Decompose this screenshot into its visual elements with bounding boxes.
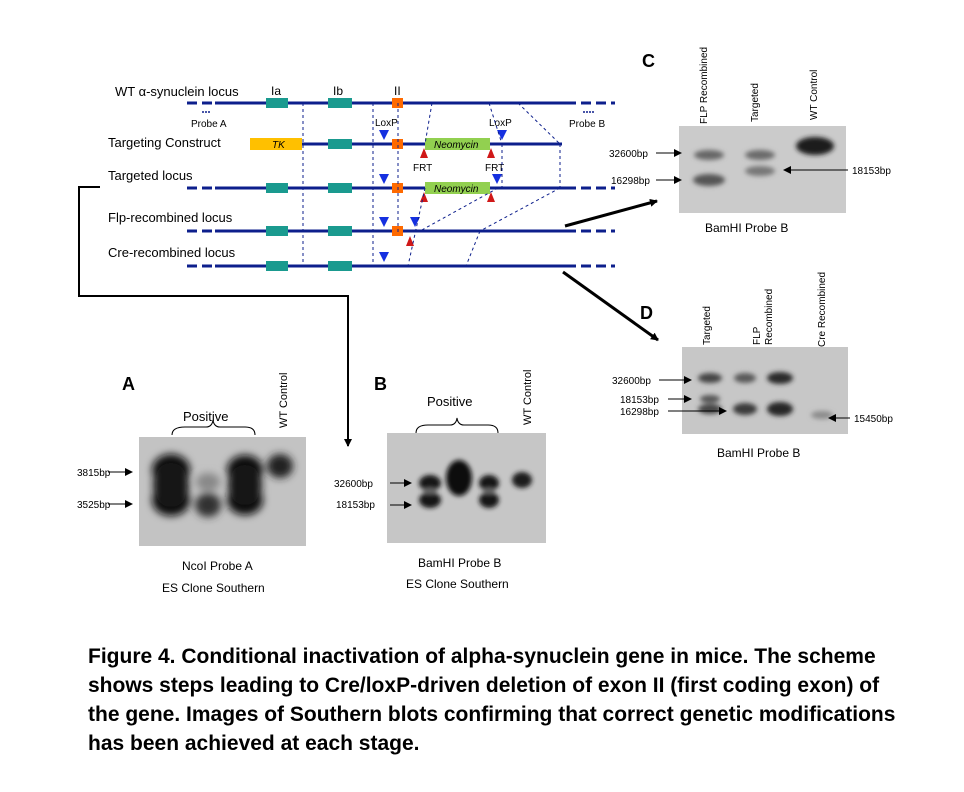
panel-a-wt-label: WT Control xyxy=(278,373,290,428)
arrow-to-d xyxy=(562,270,659,342)
panel-a-band-1: 3525bp xyxy=(77,500,111,511)
locus-scheme: WT α-synuclein locus Targeting Construct… xyxy=(78,84,659,447)
figure-caption: Figure 4. Conditional inactivation of al… xyxy=(88,645,896,755)
loxp-triangle xyxy=(379,252,389,262)
frt-triangle xyxy=(420,192,428,202)
loxp-triangle xyxy=(497,130,507,140)
panel-c-lane-1: Targeted xyxy=(750,83,761,122)
panel-c-letter: C xyxy=(642,51,655,71)
panel-d-lane-3: Cre Recombined xyxy=(817,272,828,347)
row-label-cre: Cre-recombined locus xyxy=(108,245,236,260)
loxp-label-left: LoxP xyxy=(375,118,398,129)
alignment-guides xyxy=(302,102,561,267)
loxp-label-right: LoxP xyxy=(489,118,512,129)
neomycin-label: Neomycin xyxy=(434,140,479,151)
blot-d xyxy=(682,347,848,434)
arrow-to-c xyxy=(564,198,658,228)
frt-triangle xyxy=(420,148,428,158)
panel-c-band-0: 32600bp xyxy=(609,149,648,160)
wt-locus: Probe A Probe B xyxy=(187,98,615,130)
panel-d-band-1: 18153bp xyxy=(620,395,659,406)
exon-label-ii: II xyxy=(394,84,401,98)
probe-b-label: Probe B xyxy=(569,119,605,130)
panel-b-band-0: 32600bp xyxy=(334,479,373,490)
targeted-locus: Neomycin xyxy=(187,174,615,202)
panel-a-sub: ES Clone Southern xyxy=(162,581,265,595)
exon-ia-box xyxy=(266,98,288,108)
panel-d-letter: D xyxy=(640,303,653,323)
panel-b-sub: ES Clone Southern xyxy=(406,577,509,591)
panel-d-probe: BamHI Probe B xyxy=(717,446,800,460)
tk-label: TK xyxy=(272,140,286,151)
panel-b-brace xyxy=(415,417,499,434)
panel-d-lane-1: FLP xyxy=(752,326,763,345)
row-label-targeted: Targeted locus xyxy=(108,168,193,183)
loxp-triangle xyxy=(379,130,389,140)
panel-b: B Positive WT Control 32600bp 18153bp Ba… xyxy=(334,370,546,591)
loxp-triangle xyxy=(379,217,389,227)
panel-d-band-2: 16298bp xyxy=(620,407,659,418)
panel-d-right-band: 15450bp xyxy=(854,414,893,425)
blot-c-bands xyxy=(693,137,834,186)
row-label-flp: Flp-recombined locus xyxy=(108,210,233,225)
panel-d-lane-0: Targeted xyxy=(702,306,713,345)
panel-c: C FLP Recombined Targeted WT Control 326… xyxy=(609,47,891,235)
panel-b-letter: B xyxy=(374,374,387,394)
panel-c-lane-0: FLP Recombined xyxy=(699,47,710,124)
frt-triangle xyxy=(487,192,495,202)
loxp-triangle xyxy=(492,174,502,184)
panel-c-probe: BamHI Probe B xyxy=(705,221,788,235)
blot-b-bands xyxy=(419,460,532,508)
flp-recombined-locus xyxy=(187,217,615,246)
neomycin-box xyxy=(425,138,490,150)
panel-a: A Positive WT Control 3815bp 3525bp NcoI… xyxy=(77,373,306,595)
panel-b-positive: Positive xyxy=(427,394,473,409)
panel-b-wt-label: WT Control xyxy=(522,370,534,425)
panel-a-letter: A xyxy=(122,374,135,394)
blot-a-bands xyxy=(152,454,293,517)
targeting-construct: TK Neomycin LoxP LoxP FRT FRT xyxy=(250,118,562,174)
panel-c-right-band: 18153bp xyxy=(852,166,891,177)
exon-label-ib: Ib xyxy=(333,84,343,98)
row-label-wt: WT α-synuclein locus xyxy=(115,84,239,99)
frt-triangle xyxy=(487,148,495,158)
frt-label-left: FRT xyxy=(413,163,432,174)
panel-a-probe: NcoI Probe A xyxy=(182,559,253,573)
panel-b-band-1: 18153bp xyxy=(336,500,375,511)
probe-a-label: Probe A xyxy=(191,119,227,130)
panel-a-brace xyxy=(171,419,256,436)
connector-line xyxy=(78,186,352,447)
panel-d-lane-2: Recombined xyxy=(764,289,775,345)
frt-label-right: FRT xyxy=(485,163,504,174)
panel-a-band-0: 3815bp xyxy=(77,468,111,479)
exon-label-ia: Ia xyxy=(271,84,281,98)
cre-recombined-locus xyxy=(187,252,615,271)
row-label-targeting: Targeting Construct xyxy=(108,135,221,150)
panel-d-band-0: 32600bp xyxy=(612,376,651,387)
loxp-triangle xyxy=(410,217,420,227)
tk-box xyxy=(250,138,302,150)
panel-b-probe: BamHI Probe B xyxy=(418,556,501,570)
panel-c-band-1: 16298bp xyxy=(611,176,650,187)
loxp-triangle xyxy=(379,174,389,184)
exon-ib-box xyxy=(328,98,352,108)
neomycin-label-targeted: Neomycin xyxy=(434,184,479,195)
panel-d: D Targeted FLP Recombined Cre Recombined… xyxy=(612,272,893,460)
panel-c-lane-2: WT Control xyxy=(809,70,820,120)
panel-a-positive: Positive xyxy=(183,409,229,424)
frt-triangle xyxy=(406,236,414,246)
